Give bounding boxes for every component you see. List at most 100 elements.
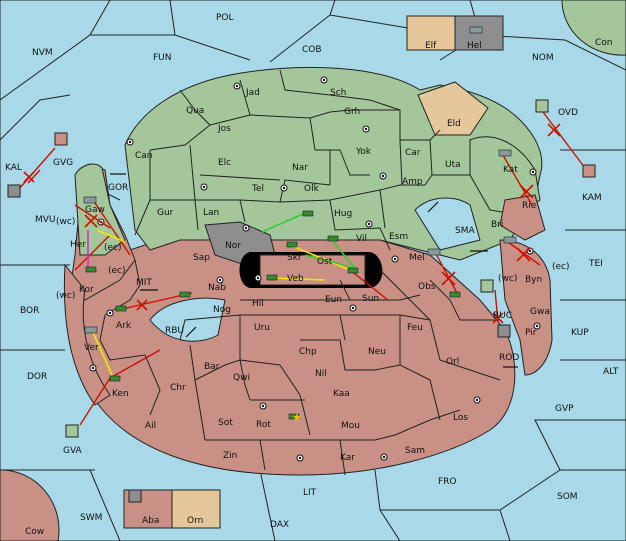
label-pol: POL [216, 13, 234, 23]
territory-labels: POL NVM FUN COB NOM Con Elf Hel OVD KAL … [5, 13, 619, 537]
label-sot: Sot [218, 418, 233, 428]
label-nor: Nor [225, 241, 241, 251]
label-sch: Sch [330, 88, 346, 98]
label-her: Her [70, 240, 86, 250]
label-con: Con [595, 38, 613, 48]
label-lit: LIT [303, 488, 317, 498]
label-can: Can [135, 151, 153, 161]
label-eld: Eld [447, 119, 461, 129]
label-mou: Mou [341, 421, 360, 431]
star-icon: ★ [292, 411, 302, 424]
territory-cow[interactable] [0, 469, 60, 541]
label-kup: KUP [571, 328, 589, 338]
territory-elf[interactable] [406, 15, 456, 51]
label-mel: Mel [409, 253, 425, 263]
label-nab: Nab [208, 283, 226, 293]
label-lan: Lan [203, 208, 219, 218]
label-orl: Orl [446, 357, 459, 367]
label-vil: Vil [356, 234, 367, 244]
label-gaw: Gaw [85, 205, 105, 215]
label-veb: Veb [287, 274, 304, 284]
label-gvg: GVG [53, 158, 73, 168]
label-skr: Skr [287, 253, 302, 263]
label-gvp: GVP [555, 404, 574, 414]
label-elf: Elf [425, 41, 437, 51]
territory-con[interactable] [561, 0, 626, 56]
label-kal: KAL [5, 163, 22, 173]
label-dor: DOR [27, 372, 47, 382]
label-eun: Eun [325, 295, 342, 305]
label-olk: Olk [304, 184, 320, 194]
label-sam: Sam [405, 446, 425, 456]
label-nvm: NVM [32, 48, 53, 58]
label-gur: Gur [157, 208, 174, 218]
label-gor: GOR [108, 183, 128, 193]
territory-eld[interactable] [417, 81, 489, 136]
label-ost: Ost [317, 257, 333, 267]
label-nom: NOM [532, 53, 554, 63]
territory-orn[interactable] [171, 489, 221, 529]
label-rie: Rie [522, 201, 537, 211]
home-boxes [7, 99, 596, 503]
label-qua: Qua [186, 106, 204, 116]
label-mit: MIT [136, 278, 152, 288]
label-ken: Ken [112, 389, 129, 399]
label-uta: Uta [445, 160, 461, 170]
label-cow: Cow [25, 527, 44, 537]
label-uru: Uru [254, 323, 270, 333]
label-sap: Sap [193, 253, 210, 263]
label-neu: Neu [368, 347, 386, 357]
label-grh: Grh [344, 107, 360, 117]
label-coast-ec-kor: (ec) [108, 266, 126, 276]
convoy-arrows [110, 173, 518, 368]
label-sun: Sun [362, 294, 379, 304]
label-bri: Bri [491, 220, 503, 230]
label-fro: FRO [438, 477, 457, 487]
label-los: Los [453, 413, 468, 423]
label-coast-wc-byn: (wc) [498, 274, 517, 284]
territory-pir[interactable] [499, 239, 553, 376]
label-yok: Yok [355, 147, 372, 157]
label-hug: Hug [334, 209, 352, 219]
label-nil: Nil [315, 369, 327, 379]
label-tel: Tel [251, 184, 264, 194]
label-aba: Aba [142, 516, 159, 526]
label-pir: Pir [525, 328, 537, 338]
label-jos: Jos [217, 124, 231, 134]
orders-green [261, 212, 356, 269]
label-rbu: RBU [165, 326, 184, 336]
label-ark: Ark [116, 321, 132, 331]
orders-yellow [91, 229, 351, 376]
label-orn: Orn [187, 516, 203, 526]
label-elc: Elc [218, 158, 231, 168]
orders-red [17, 107, 586, 426]
territory-kor[interactable] [63, 263, 111, 406]
label-chr: Chr [170, 383, 186, 393]
label-coast-wc-her: (wc) [56, 217, 75, 227]
sea-sma[interactable] [414, 197, 481, 251]
label-car: Car [405, 148, 421, 158]
label-coast-wc-kor: (wc) [56, 291, 75, 301]
label-fun: FUN [153, 53, 172, 63]
label-ovd: OVD [558, 108, 578, 118]
label-qwi: Qwi [233, 373, 250, 383]
label-zin: Zin [223, 451, 237, 461]
label-obs: Obs [418, 282, 436, 292]
label-kor: Kor [79, 285, 94, 295]
interior-borders-south [99, 259, 501, 476]
label-jad: Jad [245, 88, 260, 98]
units-armies [85, 210, 461, 420]
label-som: SOM [557, 492, 578, 502]
label-rot: Rot [256, 420, 271, 430]
label-alt: ALT [603, 367, 619, 377]
label-feu: Feu [407, 323, 423, 333]
label-gwa: Gwa [530, 307, 550, 317]
label-nog: Nog [213, 305, 231, 315]
label-cob: COB [302, 45, 322, 55]
label-kar: Kar [340, 453, 355, 463]
label-buc: BUC [493, 311, 512, 321]
label-coast-ec-byn: (ec) [552, 262, 570, 272]
label-coast-ec-her: (ec) [104, 243, 122, 253]
